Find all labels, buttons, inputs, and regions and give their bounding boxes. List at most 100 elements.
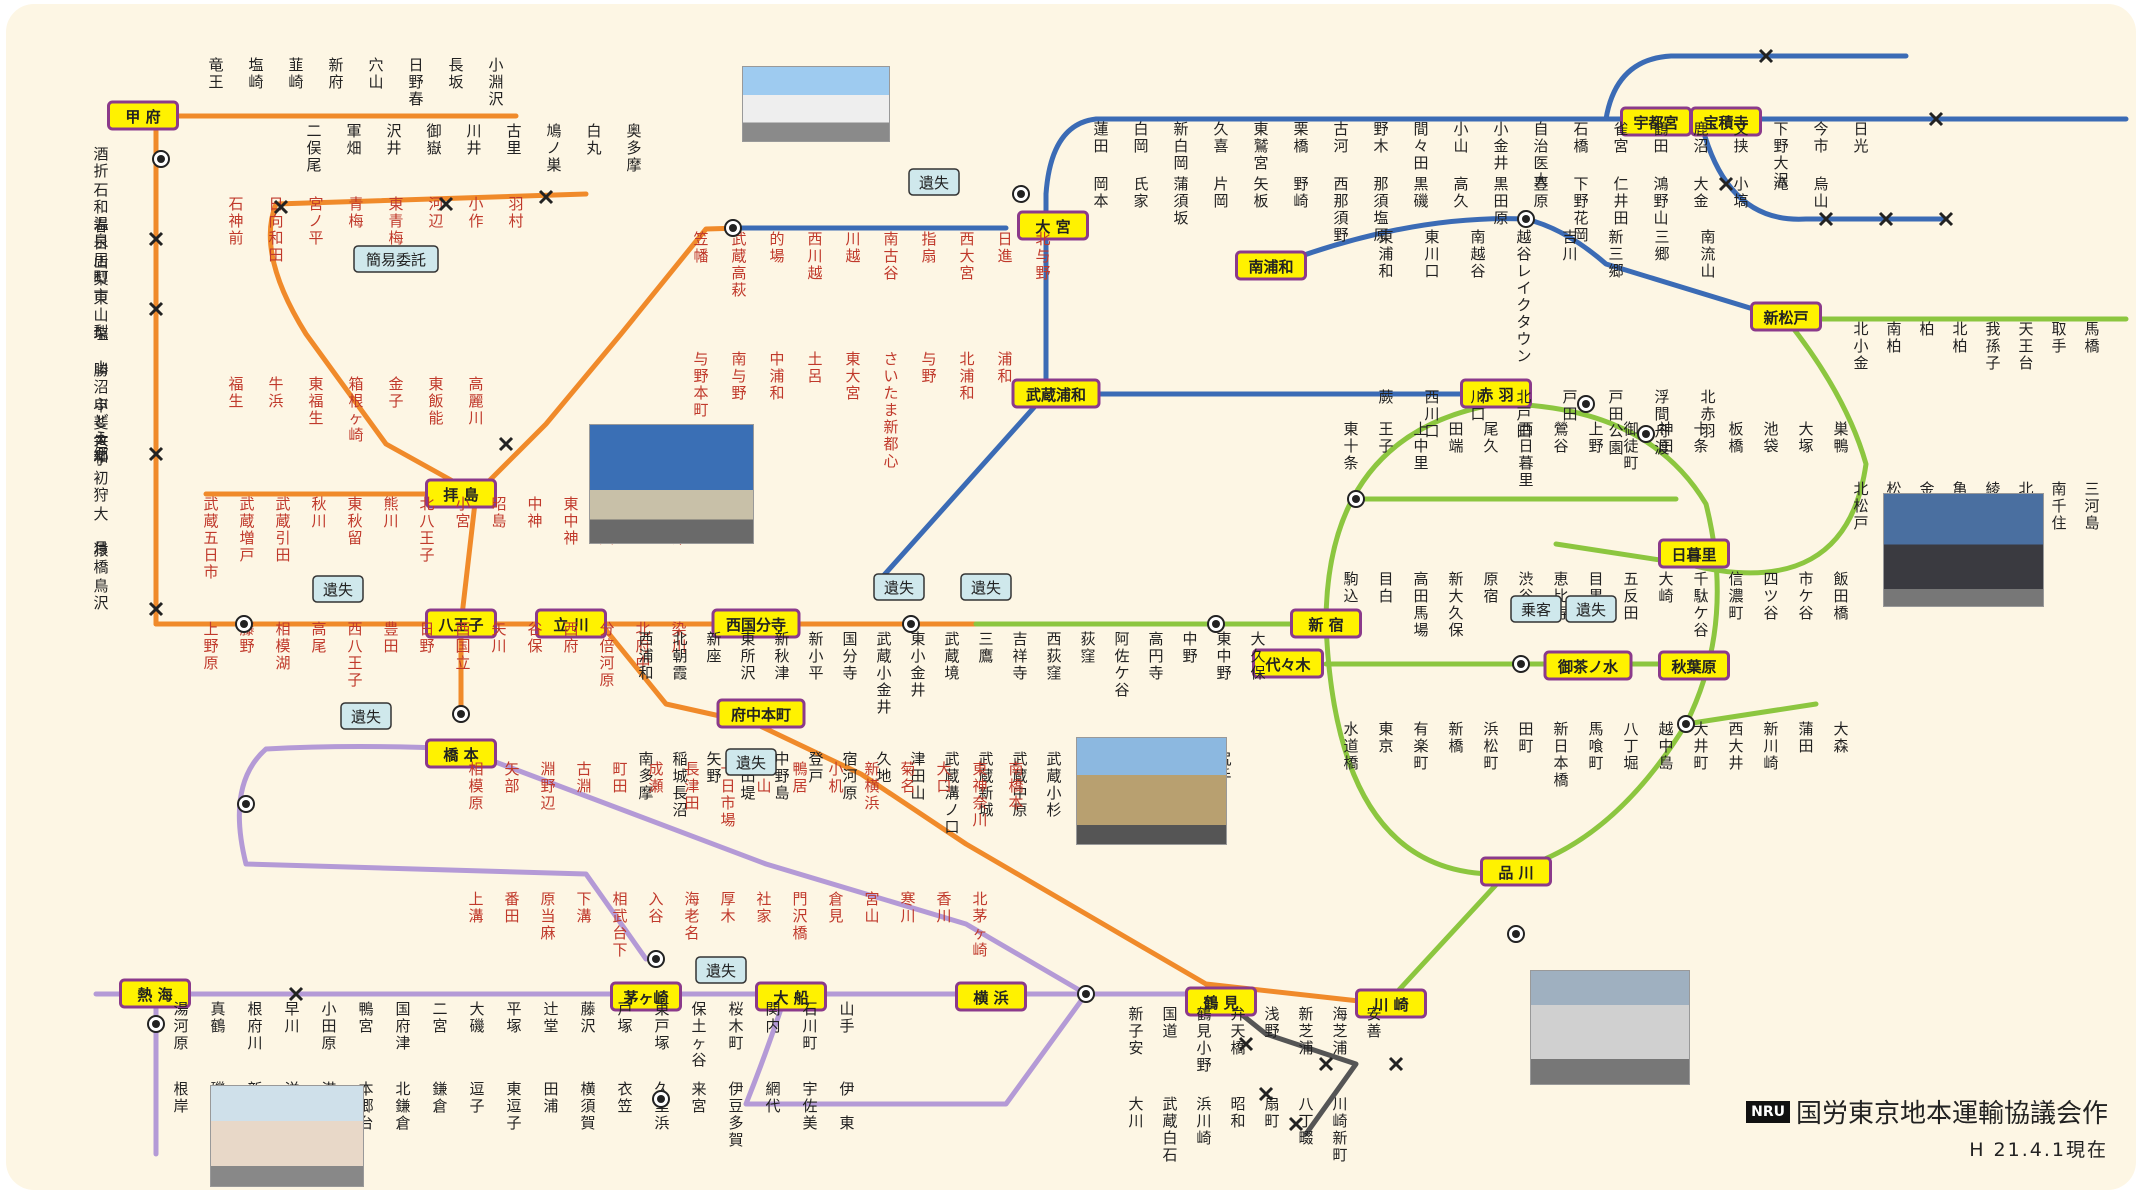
station-chuo-upper-2: 韮崎 — [288, 56, 303, 91]
station-dot-10-center — [1352, 495, 1360, 503]
station-kawagoe-14: 東大宮 — [845, 350, 860, 402]
station-yamanote-17: 高田馬場 — [1413, 570, 1428, 639]
station-tokaido-33: 来宮 — [691, 1080, 706, 1115]
station-yamanote-4: 尾久 — [1483, 420, 1498, 455]
station-tsurumi-6: 海芝浦 — [1332, 1005, 1347, 1057]
station-dot-3-center — [240, 620, 248, 628]
station-tohoku-18: 今市 — [1813, 120, 1828, 155]
terminal-17-label: 日暮里 — [1671, 546, 1716, 564]
closed-marker-14 — [1320, 1058, 1332, 1070]
station-chuo-lower-17: 高尾 — [311, 620, 326, 655]
station-yokohama-22: 海老名 — [684, 890, 699, 942]
note-heritage-ueno-label: 遺失 — [1576, 601, 1606, 619]
station-tsurumi-4: 浅野 — [1264, 1005, 1279, 1040]
station-dot-0-center — [157, 155, 165, 163]
station-musashino-14: 阿佐ケ谷 — [1114, 630, 1129, 699]
station-joban-5: 天王台 — [2018, 320, 2033, 372]
station-joban-14: 南千住 — [2051, 480, 2066, 532]
terminal-23-label: 新松戸 — [1763, 309, 1808, 327]
station-yamanote-36: 新日本橋 — [1553, 720, 1568, 789]
station-yokohama-11: 新横浜 — [864, 760, 879, 812]
station-tohoku-22: 蒲須坂 — [1173, 175, 1188, 227]
station-tokaido-30: 横須賀 — [580, 1080, 595, 1132]
station-chuo-lower-23: 谷保 — [527, 620, 542, 655]
line-keihin — [1386, 874, 1506, 1004]
station-chuo-lower-25: 分倍河原 — [599, 620, 614, 689]
station-itsukaichi-5: 古里 — [506, 122, 521, 157]
station-tohoku-7: 野木 — [1373, 120, 1388, 155]
station-tokaido-26: 鎌倉 — [432, 1080, 447, 1115]
station-tohoku-23: 片岡 — [1213, 175, 1228, 210]
station-tsurumi-7: 安善 — [1366, 1005, 1381, 1040]
station-tsurumi-3: 弁天橋 — [1230, 1005, 1245, 1057]
station-yamanote-13: 大塚 — [1798, 420, 1813, 455]
station-tsurumi-8: 大川 — [1128, 1095, 1143, 1130]
station-yamanote-2: 上中里 — [1413, 420, 1428, 472]
station-joban-2: 柏 — [1919, 320, 1934, 338]
station-tohoku-33: 仁井田 — [1613, 175, 1628, 227]
station-chuo-lower-4: 東秋留 — [347, 495, 362, 547]
station-chuo-lower-10: 東中神 — [563, 495, 578, 547]
route-map: 甲 府拝 島八王子立 川西国分寺府中本町橋 本茅ヶ崎大 船横 浜鶴 見川 崎品 … — [6, 4, 2136, 1190]
station-yokohama-2: 淵野辺 — [540, 760, 555, 812]
terminal-0-label: 甲 府 — [125, 108, 160, 126]
station-yamanote-43: 蒲田 — [1798, 720, 1813, 755]
station-musashino-15: 高円寺 — [1148, 630, 1163, 682]
closed-marker-12 — [500, 438, 512, 450]
station-dot-7-center — [1522, 215, 1530, 223]
station-musashino-31: 武蔵小杉 — [1046, 750, 1061, 819]
station-photo-atami — [210, 1085, 364, 1187]
station-tokaido-15: 桜木町 — [728, 1000, 743, 1052]
station-tokaido-28: 東逗子 — [506, 1080, 521, 1132]
station-musashino-1: 北朝霞 — [672, 630, 687, 682]
station-ome-10: 東福生 — [308, 375, 323, 427]
station-yamanote-12: 池袋 — [1763, 420, 1778, 455]
station-kawagoe-13: 土呂 — [807, 350, 822, 385]
station-chuo-left-8: 笹子 — [93, 433, 108, 468]
station-tohoku-8: 間々田 — [1413, 120, 1428, 172]
station-ome-2: 宮ノ平 — [308, 195, 323, 247]
station-kawagoe-11: 南与野 — [731, 350, 746, 402]
station-tohoku-16: 文挟 — [1733, 120, 1748, 155]
station-musashino-east-1: 東川口 — [1424, 228, 1439, 280]
station-yamanote-40: 大井町 — [1693, 720, 1708, 772]
station-yokohama-1: 矢部 — [504, 760, 519, 795]
station-kawagoe-1: 武蔵高萩 — [731, 230, 746, 299]
station-musashino-east-6: 三郷 — [1654, 228, 1669, 263]
station-tokaido-1: 真鶴 — [210, 1000, 225, 1035]
station-chuo-lower-18: 西八王子 — [347, 620, 362, 689]
station-photo-ayase — [1883, 493, 2044, 607]
station-tokaido-29: 田浦 — [543, 1080, 558, 1115]
note-heritage-musashisakai-label: 遺失 — [971, 579, 1001, 597]
station-ome-3: 青梅 — [348, 195, 363, 230]
note-heritage-kokubunji-label: 遺失 — [884, 579, 914, 597]
station-joban-1: 南柏 — [1886, 320, 1901, 355]
station-yokohama-14: 東神奈川 — [972, 760, 987, 829]
station-tohoku-4: 東鷲宮 — [1253, 120, 1268, 172]
station-tokaido-27: 逗子 — [469, 1080, 484, 1115]
note-heritage-ofuna-label: 遺失 — [706, 962, 736, 980]
station-kawagoe-18: 浦和 — [997, 350, 1012, 385]
station-musashino-18: 大久保 — [1250, 630, 1265, 682]
station-chuo-lower-19: 豊田 — [383, 620, 398, 655]
terminal-14-label: 代々木 — [1264, 656, 1311, 674]
line-musashino-west — [876, 394, 1046, 584]
station-tokaido-3: 早川 — [284, 1000, 299, 1035]
station-ome-11: 箱根ヶ崎 — [348, 375, 363, 444]
station-tokaido-36: 宇佐美 — [802, 1080, 817, 1132]
station-kawagoe-15: さいたま新都心 — [883, 350, 898, 470]
station-musashino-0: 西浦和 — [638, 630, 653, 682]
station-dot-4-center — [457, 710, 465, 718]
station-dot-11-center — [1517, 660, 1525, 668]
station-yamanote-15: 駒込 — [1343, 570, 1358, 605]
station-yokohama-19: 下溝 — [576, 890, 591, 925]
station-dot-12-center — [1682, 720, 1690, 728]
station-tokaido-14: 保土ヶ谷 — [691, 1000, 706, 1069]
station-yokohama-28: 寒川 — [900, 890, 915, 925]
terminal-9-label: 横 浜 — [973, 989, 1008, 1007]
station-tohoku-36: 小塙 — [1733, 175, 1748, 210]
station-tohoku-30: 黒田原 — [1493, 175, 1508, 227]
station-yokohama-6: 長津田 — [684, 760, 699, 812]
station-yamanote-8: 御徒町 — [1623, 420, 1638, 472]
station-tokaido-8: 大磯 — [469, 1000, 484, 1035]
